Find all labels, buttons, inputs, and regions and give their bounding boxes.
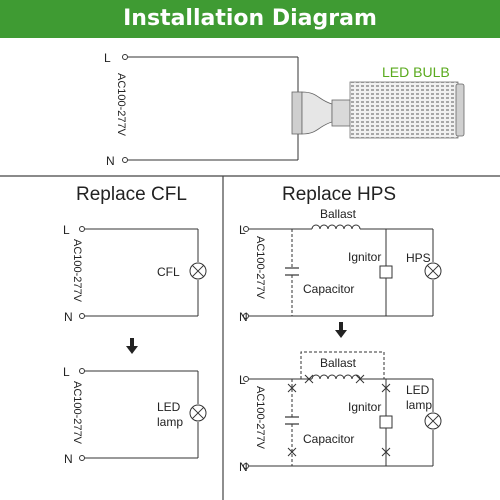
hps-ballast-coil <box>311 224 361 230</box>
hps-before-load-label: HPS <box>406 251 431 265</box>
top-voltage-label: AC100-277V <box>115 73 127 137</box>
cfl-before-label-l: L <box>63 223 70 237</box>
hps-after-load-label-line2: lamp <box>406 398 432 412</box>
hps-after-capacitor-label: Capacitor <box>303 432 354 446</box>
hps-after-load-label-line1: LED <box>406 383 430 397</box>
cfl-load-label: CFL <box>157 265 180 279</box>
cfl-after-wiring <box>79 368 199 461</box>
hps-after-voltage: AC100-277V <box>254 386 266 450</box>
hps-capacitor-icon <box>285 267 299 276</box>
hps-down-arrow-icon <box>335 322 347 338</box>
cfl-before-wiring <box>79 226 199 319</box>
top-label-l: L <box>104 51 111 65</box>
cfl-before-label-n: N <box>64 310 73 324</box>
led-bulb-icon <box>291 81 465 139</box>
led-bulb-label: LED BULB <box>382 64 450 80</box>
hps-after-label-l: L <box>239 373 246 387</box>
cut-marks <box>287 374 391 457</box>
hps-lamp-icon <box>424 262 442 280</box>
hps-before-ignitor-label: Ignitor <box>348 250 381 264</box>
hps-before-voltage: AC100-277V <box>254 236 266 300</box>
cfl-after-load-label-line1: LED <box>157 400 181 414</box>
hps-before-ballast-label: Ballast <box>320 207 357 221</box>
hps-after-ignitor-icon <box>379 415 393 429</box>
hps-after-wiring <box>243 351 434 469</box>
cfl-lamp-icon <box>189 262 207 280</box>
terminal-l-top <box>122 54 128 60</box>
terminal-n-top <box>122 157 128 163</box>
top-label-n: N <box>106 154 115 168</box>
hps-after-label-n: N <box>239 460 248 474</box>
cfl-led-lamp-icon <box>189 404 207 422</box>
cfl-after-load-label-line2: lamp <box>157 415 183 429</box>
hps-after-ballast-label: Ballast <box>320 356 357 370</box>
cfl-after-label-l: L <box>63 365 70 379</box>
cfl-down-arrow-icon <box>126 338 138 354</box>
page-title: Installation Diagram <box>123 6 377 31</box>
hps-led-lamp-icon <box>424 412 442 430</box>
cfl-section-title: Replace CFL <box>76 184 187 205</box>
hps-before-capacitor-label: Capacitor <box>303 282 354 296</box>
cfl-after-voltage: AC100-277V <box>71 381 83 445</box>
hps-before-label-n: N <box>239 310 248 324</box>
hps-after-ignitor-label: Ignitor <box>348 400 381 414</box>
top-wiring <box>122 54 299 163</box>
cfl-before-voltage: AC100-277V <box>71 239 83 303</box>
header-bar: Installation Diagram <box>0 0 500 38</box>
hps-before-label-l: L <box>239 223 246 237</box>
hps-ignitor-icon <box>379 265 393 279</box>
hps-after-capacitor-icon <box>285 416 299 425</box>
cfl-after-label-n: N <box>64 452 73 466</box>
hps-before-wiring <box>243 224 434 319</box>
hps-after-ballast-coil <box>311 374 361 380</box>
hps-section-title: Replace HPS <box>282 184 396 205</box>
